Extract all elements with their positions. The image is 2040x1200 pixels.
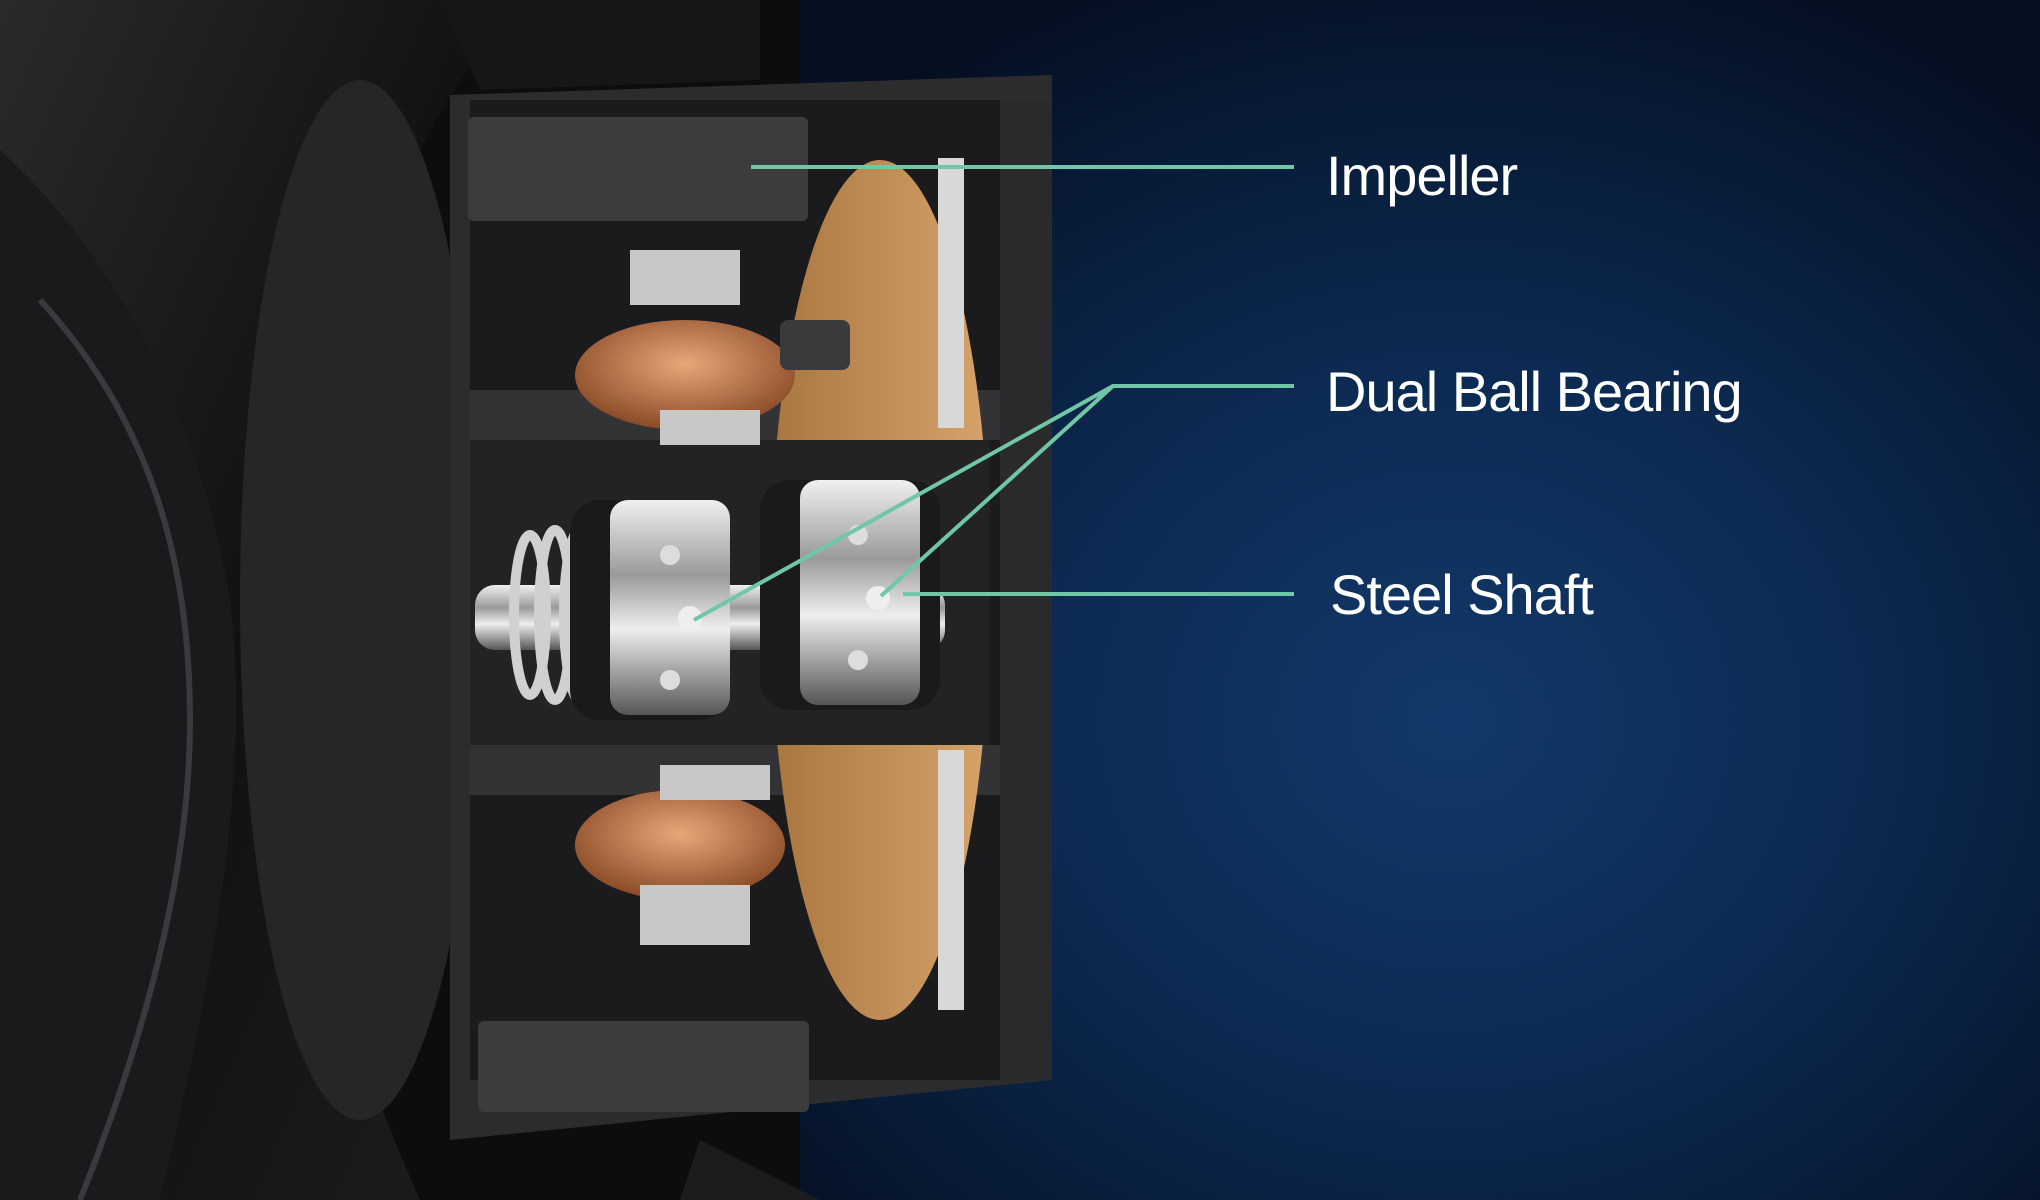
disk-edge-bottom [938,750,964,1010]
ball-bearing-2 [800,480,920,705]
post [780,320,850,370]
leader-lines [693,165,1294,622]
copper-coil-bottom [575,790,785,900]
ball-bearing-1 [610,500,730,715]
impeller-magnet-top [468,117,808,221]
impeller-magnet-bottom [478,1021,809,1112]
bearing-leader-line-2 [879,384,1115,598]
disk-edge-top [938,158,964,428]
copper-coil-top [575,320,795,430]
bearing-assembly [475,480,945,720]
label-dual-ball-bearing: Dual Ball Bearing [1326,360,1743,423]
label-impeller: Impeller [1326,144,1518,207]
hub-body [240,80,480,1120]
label-steel-shaft: Steel Shaft [1330,563,1594,626]
stator-laminations [630,250,770,945]
